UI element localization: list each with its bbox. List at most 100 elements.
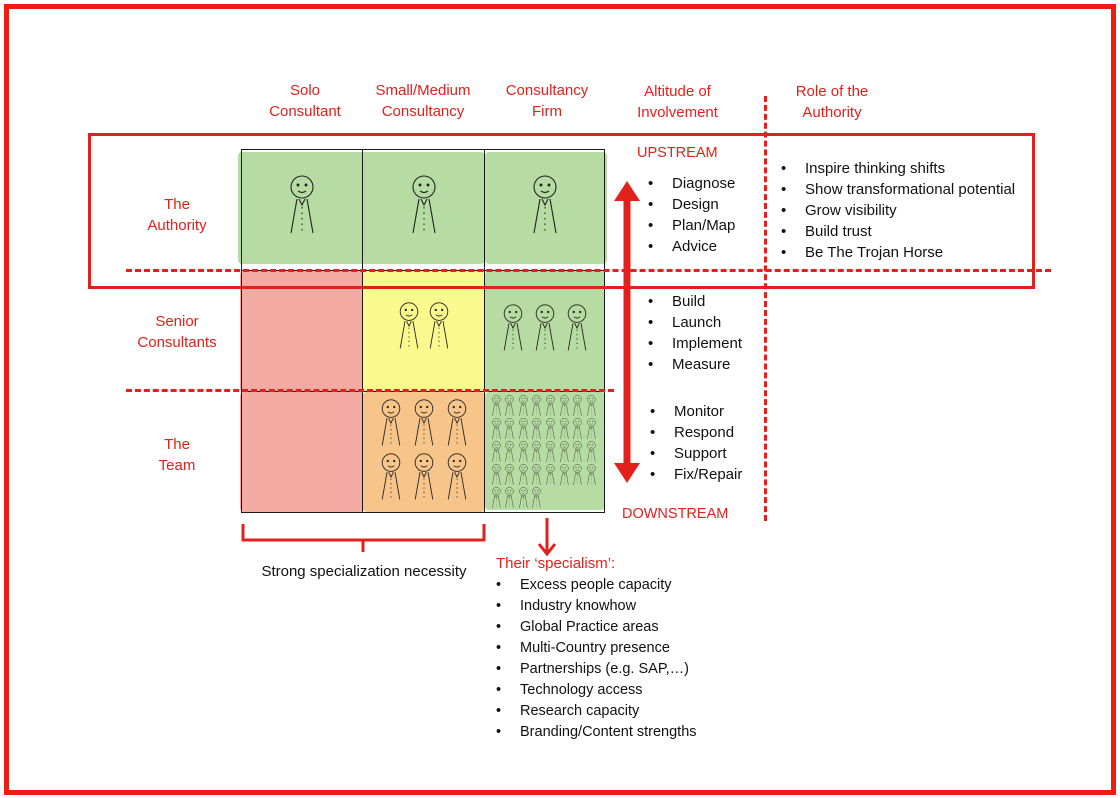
header-altitude-of-involvement: Altitude of Involvement [637,83,718,121]
stick-figure-icon [519,441,528,462]
stick-figure-icon [412,175,436,234]
stick-figure-icon [546,418,555,439]
stick-figure-icon [491,487,501,508]
stick-figure-icon [491,464,501,485]
brace-icon [241,524,486,552]
header-solo-consultant: Solo Consultant [269,82,341,120]
stick-figure-icon [546,441,555,462]
stick-figure-icon [532,441,541,462]
stick-figure-icon [414,399,434,446]
stick-figure-icon [532,418,541,439]
stick-figure-icon [532,487,541,508]
stick-figure-icon [559,418,569,439]
cell-fill-authority-small [361,152,485,264]
dashed-separator-senior [126,389,614,392]
stick-figure-icon [505,487,514,508]
upstream-label: UPSTREAM [637,145,718,161]
stick-figure-icon [587,395,596,416]
stick-figure-icon [491,395,501,416]
specialization-note: Strong specialization necessity [261,563,467,580]
stick-figure-icon [429,302,449,349]
stick-figure-icon [567,304,587,351]
stick-figure-icon [505,464,514,485]
list-item: Fix/Repair [648,464,742,485]
list-item: Diagnose [646,173,735,194]
list-item: Measure [646,354,742,375]
specialism-title: Their ‘specialism’: [496,555,616,572]
stick-figure-icon [399,302,419,349]
list-item: Branding/Content strengths [494,722,697,743]
role-of-authority-list: Inspire thinking shifts Show transformat… [779,158,1015,263]
header-role-of-authority: Role of the Authority [795,83,869,121]
stick-figure-icon [491,441,501,462]
cell-fill-senior-small [363,271,485,392]
altitude-authority-list: Diagnose Design Plan/Map Advice [646,173,735,257]
authority-highlight-box [88,133,1035,289]
stick-figure-icon [546,464,555,485]
stick-figure-icon [519,418,528,439]
stick-figure-icon [533,175,557,234]
stick-figure-icon [381,453,401,500]
altitude-team-list: Monitor Respond Support Fix/Repair [648,401,742,485]
downstream-label: DOWNSTREAM [622,506,729,522]
stick-figure-icon [519,464,528,485]
row-label-senior-consultants: Senior Consultants [137,313,217,351]
list-item: Research capacity [494,701,697,722]
stick-figure-icon [414,453,434,500]
stick-figure-icon [573,418,582,439]
stick-figure-icon [491,418,501,439]
dashed-separator-role-column [764,96,767,521]
specialism-list: Excess people capacity Industry knowhow … [494,575,697,743]
cell-fill-senior-solo [240,271,364,392]
list-item: Design [646,194,735,215]
stick-figure-icon [573,395,582,416]
stick-figure-icon [505,395,514,416]
list-item: Advice [646,236,735,257]
header-small-medium-consultancy: Small/Medium Consultancy [375,82,471,120]
stick-figure-icon [535,304,555,351]
stick-figure-icon [573,441,582,462]
stick-figure-icon [587,464,596,485]
cell-fill-team-firm [485,392,605,510]
stick-figure-icon [290,175,314,234]
list-item: Inspire thinking shifts [779,158,1015,179]
stick-figure-icon [532,395,541,416]
stick-figure-icon [559,441,569,462]
list-item: Build [646,291,742,312]
cell-fill-authority-firm [485,152,607,264]
list-item: Build trust [779,221,1015,242]
altitude-senior-list: Build Launch Implement Measure [646,291,742,375]
list-item: Technology access [494,680,697,701]
stick-figure-icon [447,453,467,500]
outer-frame [4,4,1116,795]
stick-figure-icon [505,418,514,439]
cell-fill-senior-firm [485,271,605,392]
stick-figure-icon [505,441,514,462]
stick-figure-icon [559,464,569,485]
list-item: Partnerships (e.g. SAP,…) [494,659,697,680]
list-item: Plan/Map [646,215,735,236]
stick-figure-icon [519,395,528,416]
list-item: Implement [646,333,742,354]
stick-figure-icon [532,464,541,485]
list-item: Be The Trojan Horse [779,242,1015,263]
stick-figure-icon [559,395,569,416]
stick-figure-icon [573,464,582,485]
stick-figure-icon [546,395,555,416]
list-item: Multi-Country presence [494,638,697,659]
stick-figure-icon [519,487,528,508]
stick-figure-icon [447,399,467,446]
stick-figure-icon [503,304,523,351]
row-label-team: The Team [158,436,196,474]
list-item: Industry knowhow [494,596,697,617]
row-label-authority: The Authority [147,196,207,234]
list-item: Global Practice areas [494,617,697,638]
down-arrow-icon [537,518,557,557]
list-item: Show transformational potential [779,179,1015,200]
stick-figure-icon [587,441,596,462]
list-item: Respond [648,422,742,443]
list-item: Excess people capacity [494,575,697,596]
stick-figure-icon [587,418,596,439]
list-item: Launch [646,312,742,333]
